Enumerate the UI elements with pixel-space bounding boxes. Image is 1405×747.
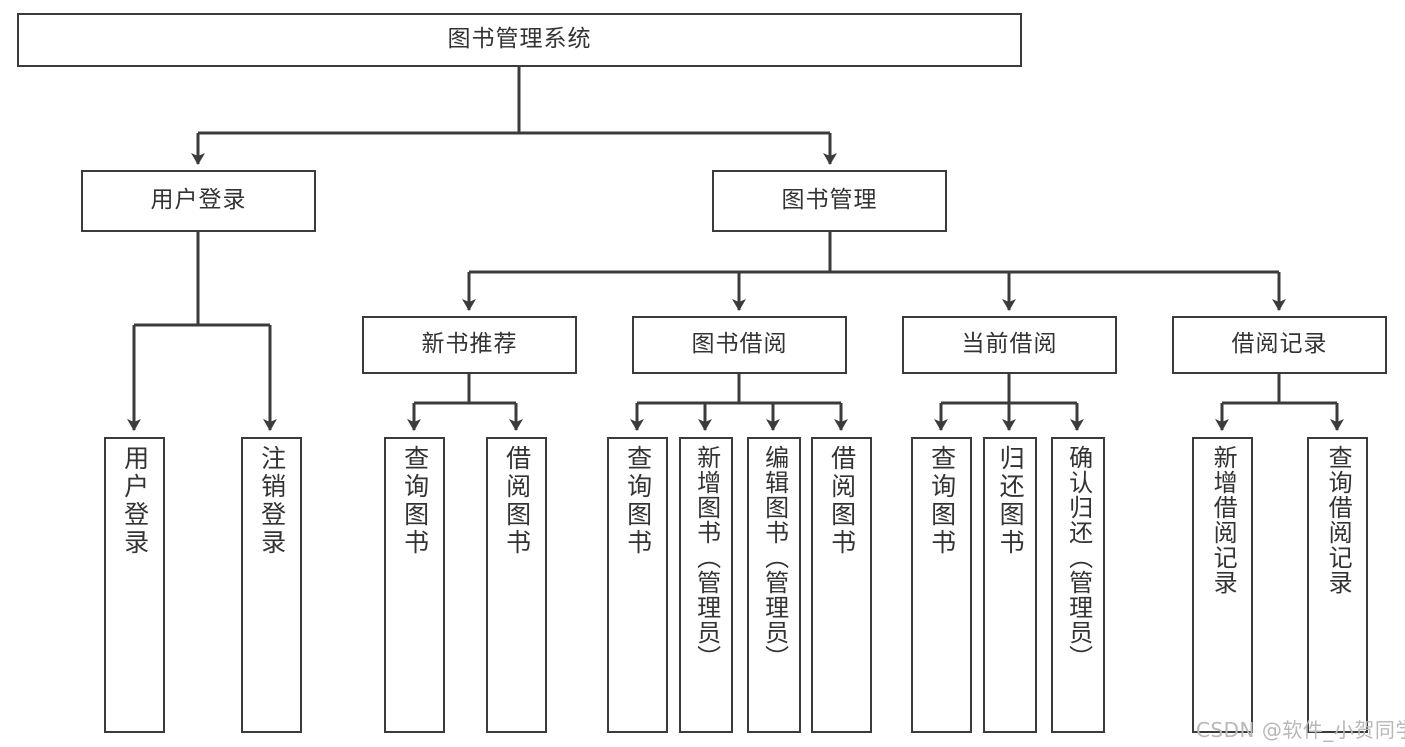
leaf-add-borrow-record[interactable]: 新增借阅记录 (1192, 437, 1253, 733)
node-label: 当前借阅 (961, 331, 1058, 358)
node-user-login[interactable]: 用户登录 (81, 170, 316, 232)
leaf-query-book-current[interactable]: 查询图书 (911, 437, 972, 733)
node-label: 借阅图书 (502, 445, 532, 557)
node-label: 新书推荐 (421, 331, 518, 358)
node-label: 新增图书（管理员） (692, 445, 721, 670)
node-borrow-record[interactable]: 借阅记录 (1172, 316, 1387, 374)
node-label: 借阅图书 (827, 445, 857, 557)
leaf-query-borrow-record[interactable]: 查询借阅记录 (1307, 437, 1368, 733)
node-book-borrow[interactable]: 图书借阅 (632, 316, 847, 374)
node-label: 编辑图书（管理员） (760, 445, 789, 670)
node-label: 查询借阅记录 (1324, 445, 1353, 595)
leaf-add-book-admin[interactable]: 新增图书（管理员） (679, 437, 733, 733)
node-label: 查询图书 (623, 445, 653, 557)
node-label: 图书管理系统 (447, 26, 592, 53)
node-label: 用户登录 (150, 187, 247, 214)
node-label: 归还图书 (996, 445, 1026, 557)
node-label: 确认归还（管理员） (1064, 445, 1093, 670)
node-root-system[interactable]: 图书管理系统 (17, 13, 1022, 67)
leaf-confirm-return-admin[interactable]: 确认归还（管理员） (1051, 437, 1105, 733)
node-label: 注销登录 (257, 445, 287, 557)
node-label: 新增借阅记录 (1209, 445, 1238, 595)
node-new-book-recommend[interactable]: 新书推荐 (362, 316, 577, 374)
leaf-edit-book-admin[interactable]: 编辑图书（管理员） (747, 437, 801, 733)
node-label: 借阅记录 (1231, 331, 1328, 358)
node-label: 用户登录 (120, 445, 150, 557)
leaf-user-login[interactable]: 用户登录 (104, 437, 165, 733)
node-label: 图书管理 (781, 187, 878, 214)
leaf-borrow-book-borrow[interactable]: 借阅图书 (811, 437, 872, 733)
leaf-query-book-borrow[interactable]: 查询图书 (607, 437, 668, 733)
leaf-query-book-recommend[interactable]: 查询图书 (384, 437, 445, 733)
node-label: 查询图书 (400, 445, 430, 557)
leaf-user-logout[interactable]: 注销登录 (241, 437, 302, 733)
leaf-borrow-book-recommend[interactable]: 借阅图书 (486, 437, 547, 733)
node-book-manage[interactable]: 图书管理 (712, 170, 947, 232)
node-label: 图书借阅 (691, 331, 788, 358)
leaf-return-book[interactable]: 归还图书 (983, 437, 1037, 733)
node-label: 查询图书 (927, 445, 957, 557)
node-current-borrow[interactable]: 当前借阅 (902, 316, 1117, 374)
csdn-watermark: CSDN @软件_小贺同学 (1196, 718, 1405, 742)
